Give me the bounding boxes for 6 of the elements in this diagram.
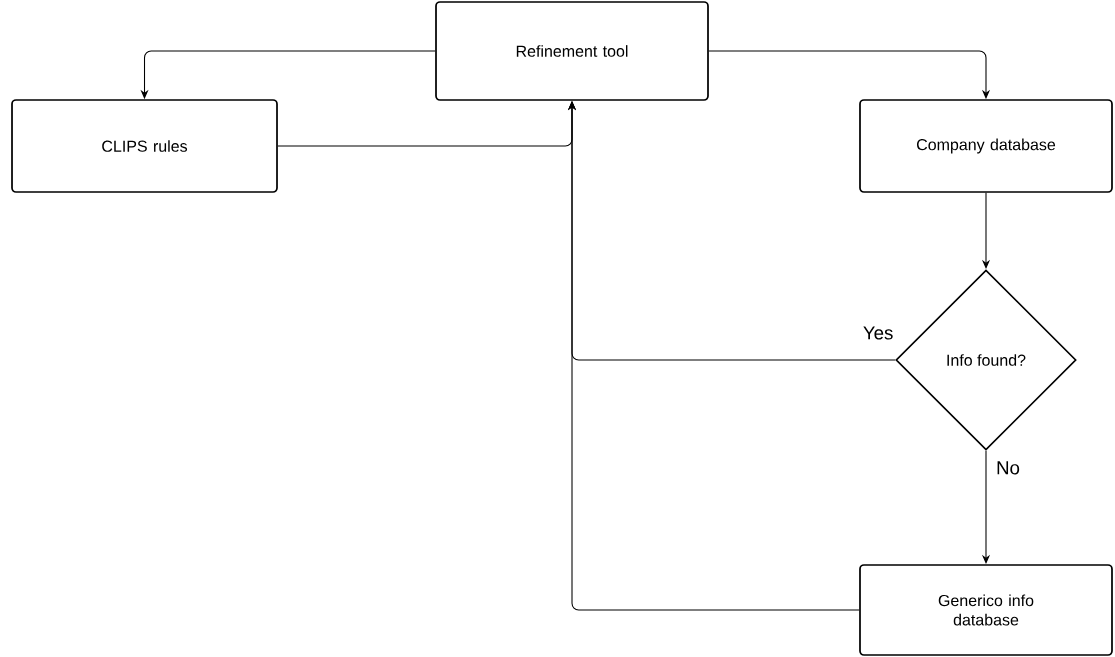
process-box: CLIPS rules	[11, 99, 278, 193]
process-box: Generico info database	[859, 564, 1113, 656]
edge-label: No	[994, 460, 1022, 476]
process-box: Refinement tool	[435, 1, 709, 101]
edge-label: Yes	[861, 325, 895, 341]
process-box: Company database	[859, 99, 1113, 193]
